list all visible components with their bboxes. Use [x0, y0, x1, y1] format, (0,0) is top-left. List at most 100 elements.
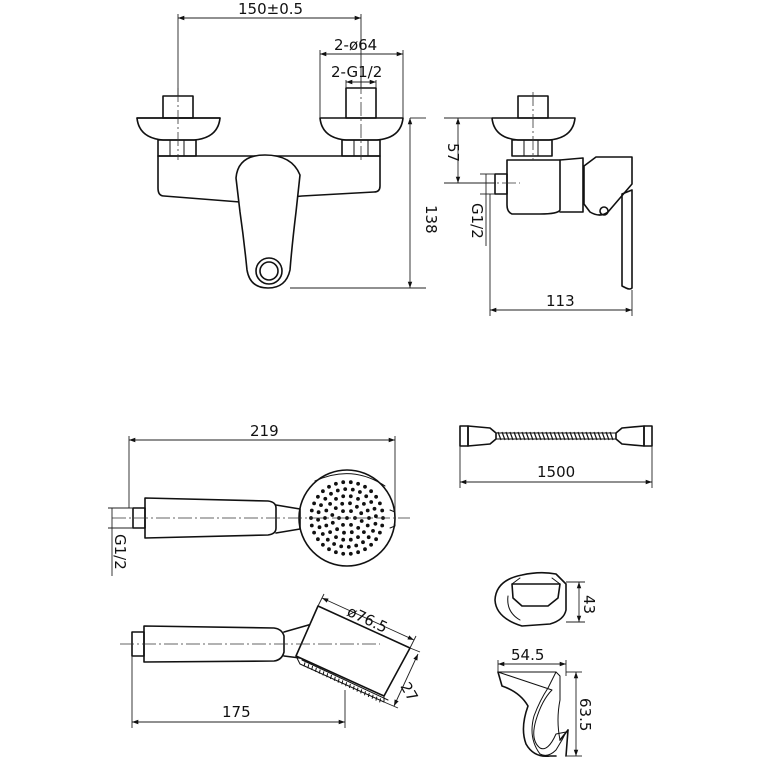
spray-hole: [339, 545, 343, 549]
spray-hole: [361, 540, 365, 544]
mixer-side-view: [492, 96, 632, 289]
spray-hole: [347, 545, 351, 549]
spray-hole: [349, 480, 353, 484]
label-holder-depth: 54.5: [511, 646, 544, 664]
spray-hole: [341, 494, 345, 498]
spray-hole: [362, 502, 366, 506]
side-nozzle: [372, 695, 373, 699]
spray-hole: [374, 514, 378, 518]
spray-hole: [334, 482, 338, 486]
spray-hole: [356, 535, 360, 539]
spray-hole: [327, 485, 331, 489]
spray-hole: [341, 523, 345, 527]
spray-hole: [367, 535, 371, 539]
spray-hole: [321, 543, 325, 547]
dim-mixer-height: [290, 118, 426, 288]
spray-hole: [341, 552, 345, 556]
spray-hole: [343, 487, 347, 491]
spray-hole: [356, 482, 360, 486]
holder-front-view: [495, 573, 566, 626]
spray-hole: [356, 497, 360, 501]
dim-escutcheon-dia: [320, 50, 403, 118]
spray-hole: [310, 509, 314, 513]
label-hose-length: 1500: [537, 463, 575, 481]
side-nozzle: [376, 697, 377, 701]
label-outlet-thread: G1/2: [468, 203, 486, 239]
spray-hole: [349, 538, 353, 542]
spray-hole: [342, 531, 346, 535]
spray-hole: [374, 522, 378, 526]
spray-hole: [349, 523, 353, 527]
spray-hole: [316, 537, 320, 541]
holder-side-view: [498, 672, 568, 756]
spray-hole: [316, 518, 320, 522]
spray-hole: [380, 524, 384, 528]
spray-hole: [341, 509, 345, 513]
spray-hole: [363, 547, 367, 551]
spray-hole: [355, 505, 359, 509]
side-nozzle: [361, 689, 362, 693]
spray-hole: [378, 531, 382, 535]
spray-hole: [374, 537, 378, 541]
label-holder-height: 43: [580, 595, 598, 614]
spray-hole: [321, 532, 325, 536]
spray-hole: [329, 492, 333, 496]
spray-hole: [328, 502, 332, 506]
label-centerline-height: 57: [444, 143, 462, 162]
label-mixer-depth: 113: [546, 292, 575, 310]
spray-hole: [324, 509, 328, 513]
side-nozzle: [353, 686, 354, 690]
spray-hole: [348, 501, 352, 505]
spray-hole: [349, 494, 353, 498]
label-holder-side-height: 63.5: [576, 698, 594, 731]
spray-hole: [328, 530, 332, 534]
spray-hole: [373, 507, 377, 511]
spray-hole: [380, 509, 384, 513]
spray-hole: [362, 530, 366, 534]
mixer-front-view: [137, 88, 403, 288]
spray-hole: [359, 511, 363, 515]
spray-hole: [332, 542, 336, 546]
spray-hole: [354, 544, 358, 548]
spray-hole: [369, 500, 373, 504]
spray-hole: [349, 552, 353, 556]
spray-hole: [363, 485, 367, 489]
label-head-thickness: 27: [397, 679, 422, 705]
spray-hole: [323, 497, 327, 501]
spray-hole: [349, 509, 353, 513]
side-nozzle: [349, 684, 350, 688]
label-handshower-thread: G1/2: [111, 534, 129, 570]
label-mixer-centers: 150±0.5: [238, 0, 303, 18]
spray-hole: [312, 502, 316, 506]
spray-hole: [310, 524, 314, 528]
spray-hole: [321, 489, 325, 493]
spray-hole: [341, 538, 345, 542]
spray-hole: [331, 521, 335, 525]
spray-hole: [319, 503, 323, 507]
label-mixer-height: 138: [422, 205, 440, 234]
spray-hole: [326, 538, 330, 542]
spray-hole: [360, 519, 364, 523]
spray-hole: [318, 525, 322, 529]
spray-hole: [334, 497, 338, 501]
side-nozzle: [357, 688, 358, 692]
spray-hole: [324, 524, 328, 528]
spray-hole: [341, 480, 345, 484]
spray-hole: [366, 509, 370, 513]
side-nozzle: [380, 698, 381, 702]
spray-hole: [334, 550, 338, 554]
spray-hole: [316, 495, 320, 499]
label-handshower-length: 219: [250, 422, 279, 440]
spray-hole: [340, 502, 344, 506]
label-escutcheon-dia: 2-ø64: [334, 36, 377, 54]
spray-hole: [369, 543, 373, 547]
spray-hole: [335, 527, 339, 531]
spray-hole: [364, 494, 368, 498]
spray-hole: [358, 490, 362, 494]
spray-hole: [336, 489, 340, 493]
spray-hole: [330, 513, 334, 517]
spray-hole: [327, 547, 331, 551]
spray-hole: [317, 510, 321, 514]
spray-hole: [351, 488, 355, 492]
